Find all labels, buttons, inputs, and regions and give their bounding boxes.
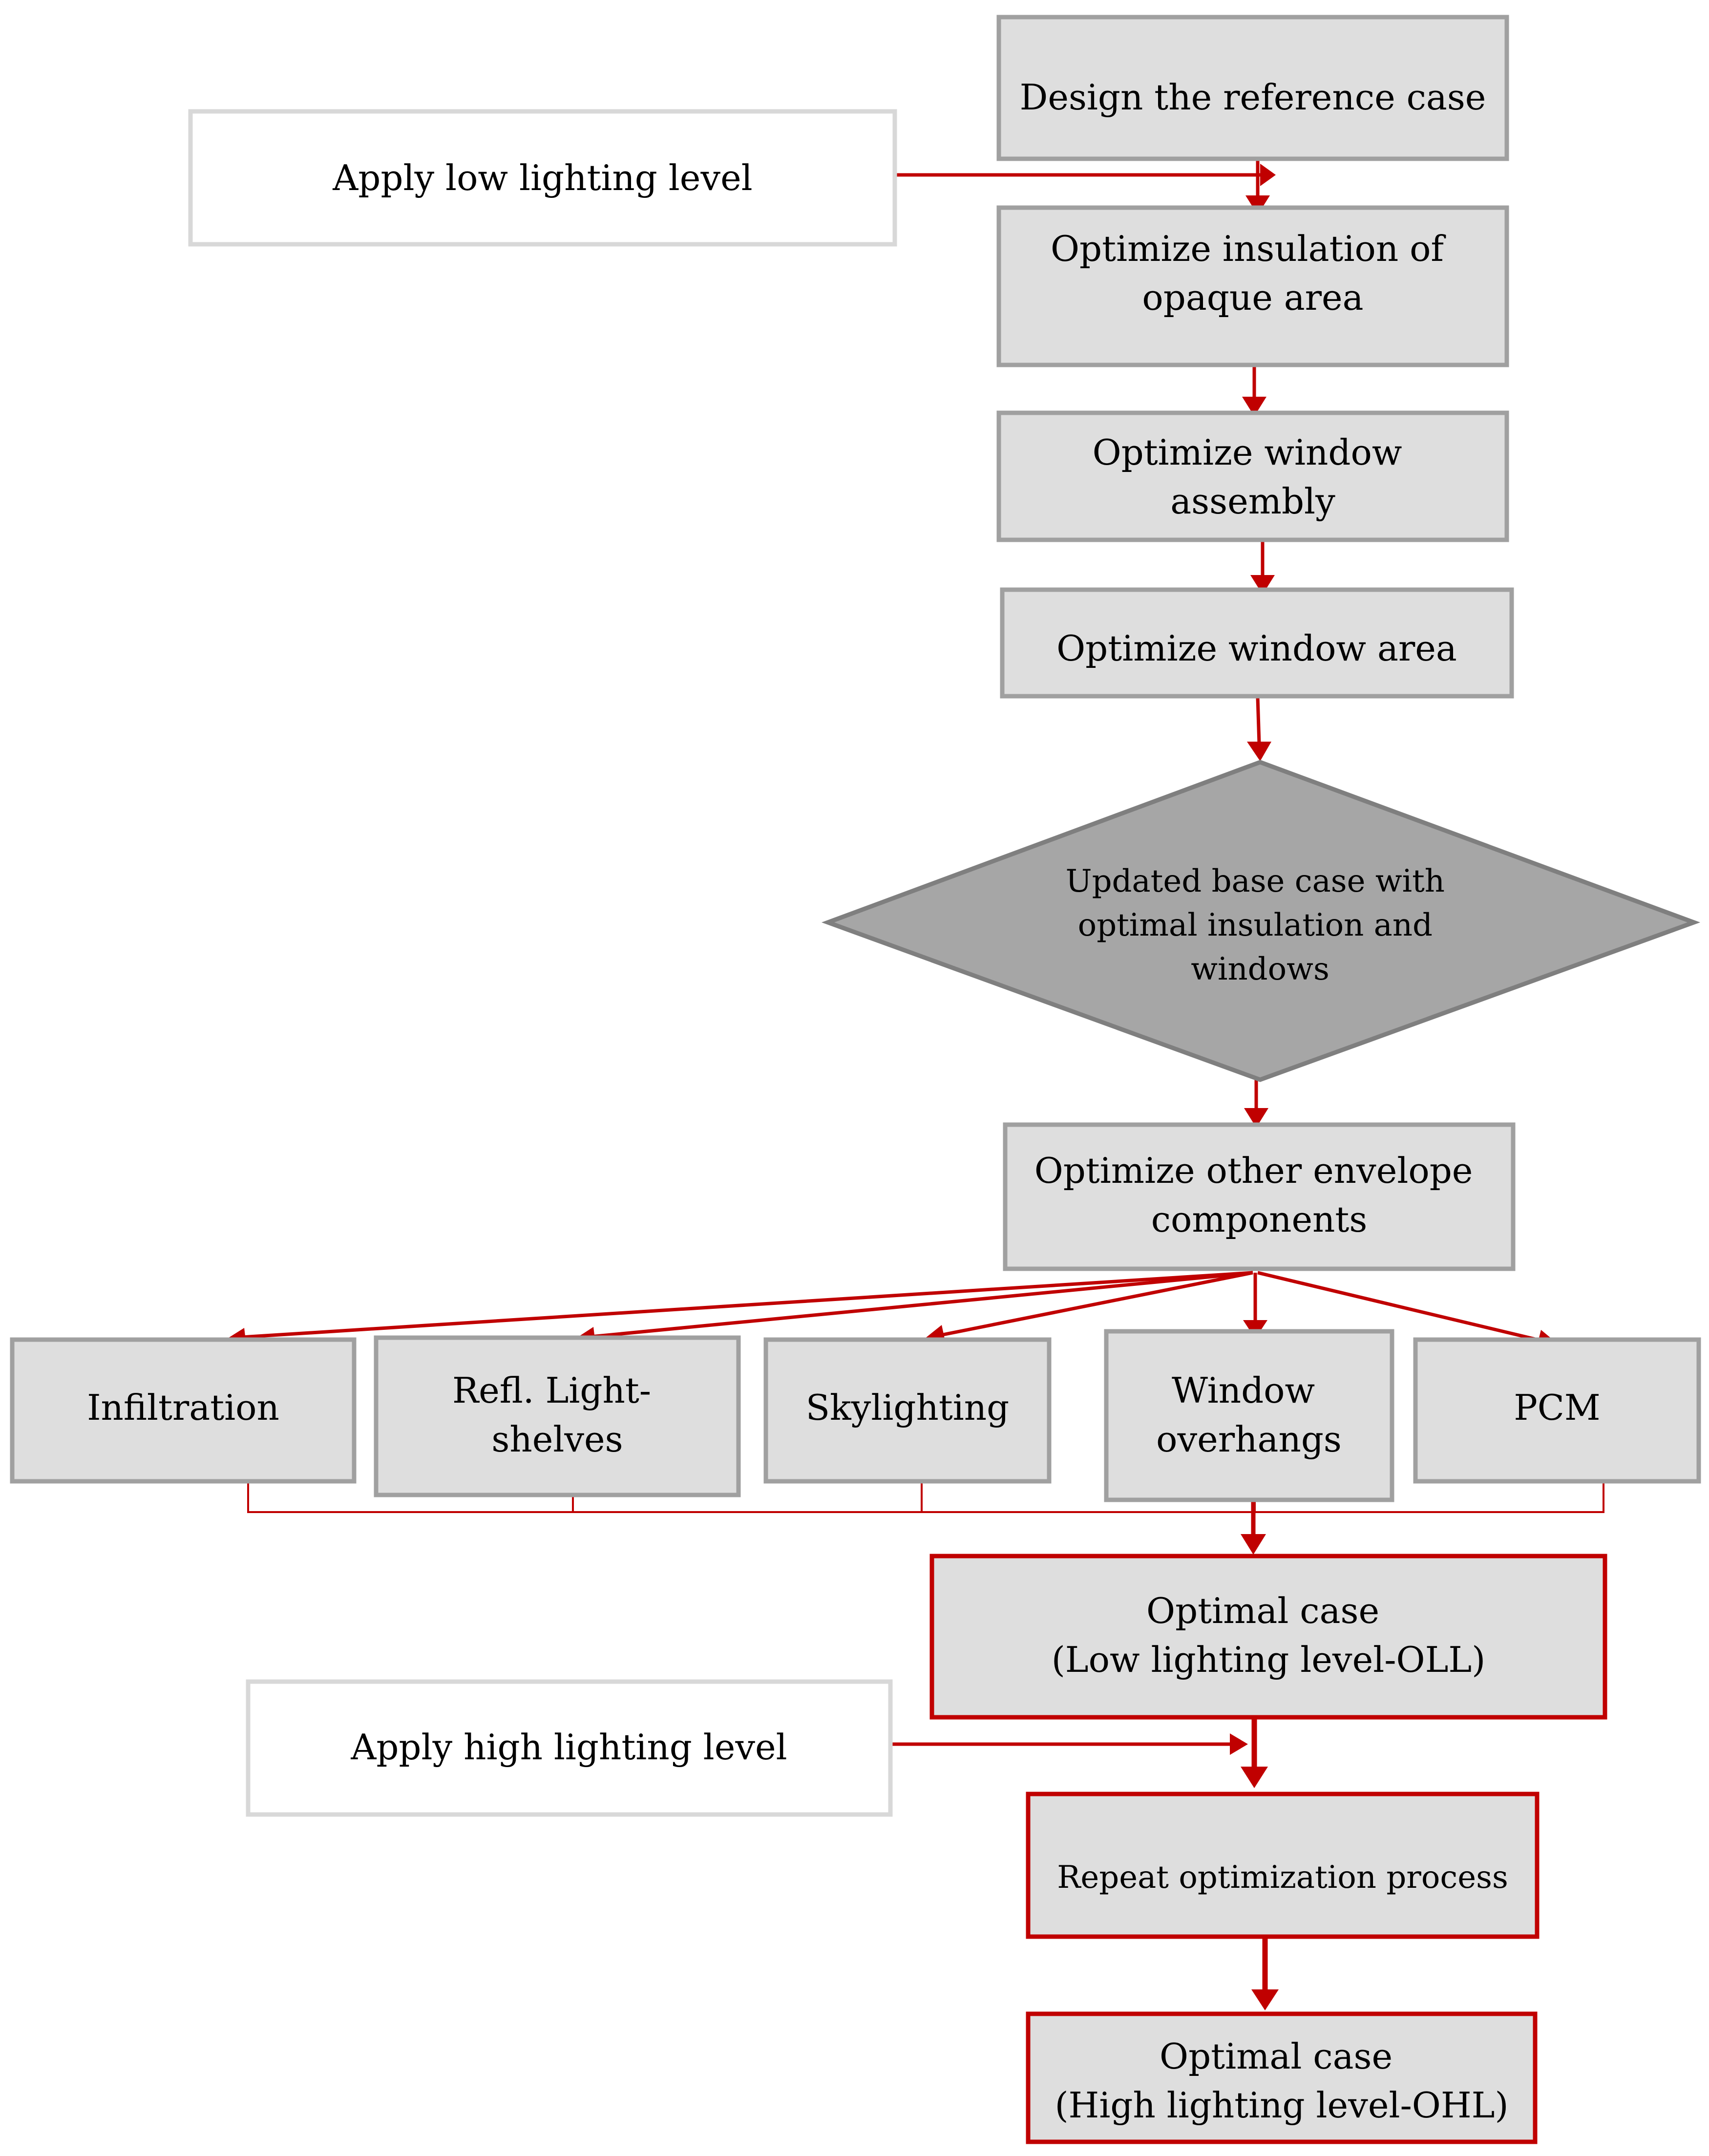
arrowhead xyxy=(1247,742,1271,761)
node-label-line: PCM xyxy=(1514,1387,1600,1428)
node-label-line: shelves xyxy=(491,1419,623,1460)
node-design-reference: Design the reference case xyxy=(996,15,1509,161)
arrowhead xyxy=(1244,1108,1268,1128)
node-label-line: Updated base case with xyxy=(1066,863,1445,899)
svg-text:Design the reference case: Design the reference case xyxy=(1020,77,1486,118)
svg-text:Optimize window area: Optimize window area xyxy=(1056,628,1457,669)
node-label-line: Optimal case xyxy=(1146,1590,1379,1631)
node-window-overhangs: Window overhangs xyxy=(1104,1329,1394,1502)
svg-text:Window overhangs: Window overhangs xyxy=(1156,1370,1342,1460)
svg-text:Skylighting: Skylighting xyxy=(806,1387,1010,1428)
node-repeat-optimization: Repeat optimization process xyxy=(1026,1792,1540,1939)
node-optimize-insulation: Optimize insulation of opaque area xyxy=(996,205,1509,367)
node-infiltration: Infiltration xyxy=(10,1337,357,1484)
arrowhead xyxy=(1250,575,1275,595)
arrowhead xyxy=(1230,1733,1248,1755)
node-apply-low-lighting: Apply low lighting level xyxy=(188,109,897,247)
node-label-line: Refl. Light- xyxy=(452,1370,651,1411)
node-optimize-other-envelope: Optimize other envelope components xyxy=(1003,1122,1516,1271)
node-label-line: (High lighting level-OHL) xyxy=(1055,2085,1508,2126)
node-light-shelves: Refl. Light- shelves xyxy=(374,1335,741,1497)
svg-text:Apply low lighting level: Apply low lighting level xyxy=(332,157,752,198)
svg-text:Optimal case (High light: Optimal case (High lighting level-OHL) xyxy=(1055,2036,1508,2126)
node-label-line: opaque area xyxy=(1142,277,1363,318)
svg-text:Apply high lighting level: Apply high lighting level xyxy=(350,1727,787,1768)
node-label-line: Design the reference case xyxy=(1020,77,1486,118)
svg-text:Repeat optimization process: Repeat optimization process xyxy=(1057,1859,1508,1896)
node-label-line: Optimal case xyxy=(1160,2036,1393,2077)
arrowhead xyxy=(1251,1989,1279,2010)
svg-text:Optimal case (Low lighti: Optimal case (Low lighting level-OLL) xyxy=(1052,1590,1486,1680)
node-label-line: overhangs xyxy=(1156,1419,1342,1460)
node-apply-high-lighting: Apply high lighting level xyxy=(246,1679,893,1817)
svg-text:Optimize other envelope: Optimize other envelope components xyxy=(1034,1150,1484,1240)
node-label-line: Window xyxy=(1172,1370,1315,1411)
arrow-area-to-decision xyxy=(1256,697,1261,744)
node-label-line: Repeat optimization process xyxy=(1057,1859,1508,1896)
node-label-line: optimal insulation and xyxy=(1078,907,1433,943)
node-label-line: Apply high lighting level xyxy=(350,1727,787,1768)
decision-updated-base-case: Updated base case with optimal insulatio… xyxy=(821,760,1701,1082)
node-label-line: Optimize window xyxy=(1093,432,1402,473)
arrowhead xyxy=(1260,164,1276,186)
node-label-line: Optimize other envelope xyxy=(1034,1150,1473,1191)
arrowhead xyxy=(1241,1534,1266,1555)
node-pcm: PCM xyxy=(1413,1337,1701,1484)
node-optimal-case-oll: Optimal case (Low lighting level-OLL) xyxy=(929,1554,1607,1720)
node-optimize-window-assembly: Optimize window assembly xyxy=(996,410,1509,542)
node-label-line: components xyxy=(1151,1199,1368,1240)
arrowhead xyxy=(1245,195,1270,215)
node-optimal-case-ohl: Optimal case (High lighting level-OHL) xyxy=(1026,2011,1538,2144)
node-label-line: Infiltration xyxy=(87,1387,279,1428)
svg-text:Optimize window assembly: Optimize window assembly xyxy=(1093,432,1414,522)
node-label-line: windows xyxy=(1191,951,1329,987)
node-label-line: Apply low lighting level xyxy=(332,157,752,198)
node-label-line: assembly xyxy=(1170,481,1335,522)
svg-text:Infiltration: Infiltration xyxy=(87,1387,279,1428)
svg-text:Refl. Light- shelves: Refl. Light- shelves xyxy=(452,1370,662,1460)
arrowhead xyxy=(1241,1767,1268,1788)
node-label-line: Skylighting xyxy=(806,1387,1010,1428)
svg-text:Updated base case with o: Updated base case with optimal insulatio… xyxy=(1066,863,1455,987)
arrowhead xyxy=(1242,397,1266,416)
node-skylighting: Skylighting xyxy=(763,1337,1052,1484)
node-label-line: Optimize insulation of xyxy=(1051,228,1446,269)
svg-text:Optimize insulation of o: Optimize insulation of opaque area xyxy=(1051,228,1455,318)
node-label-line: (Low lighting level-OLL) xyxy=(1052,1639,1486,1680)
node-optimize-window-area: Optimize window area xyxy=(1000,587,1514,699)
node-label-line: Optimize window area xyxy=(1056,628,1457,669)
svg-text:PCM: PCM xyxy=(1514,1387,1600,1428)
